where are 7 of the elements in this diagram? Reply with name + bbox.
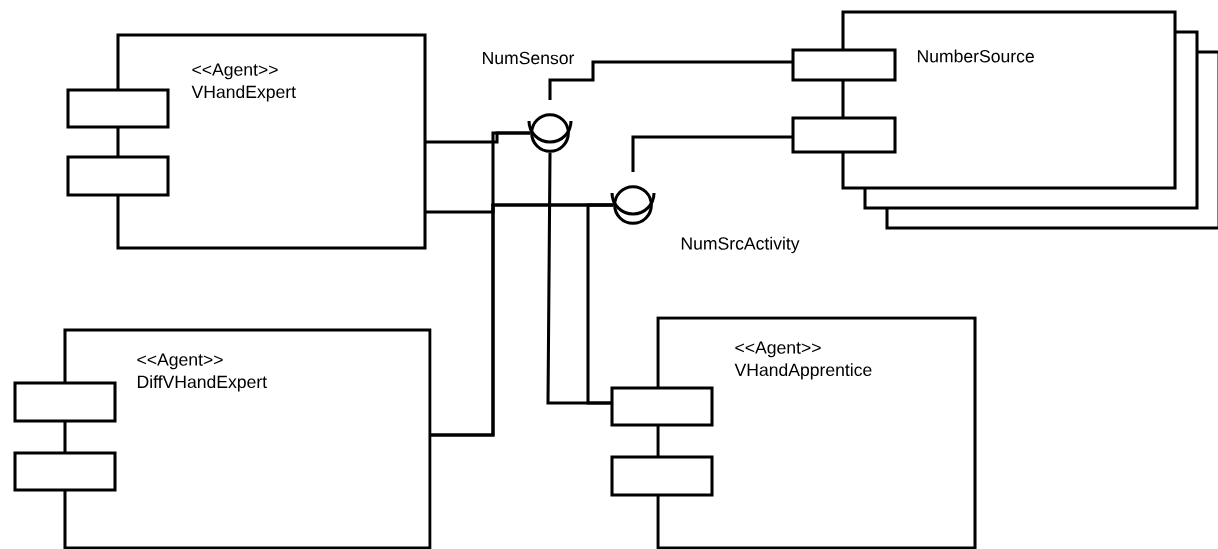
- connector-line: [631, 135, 793, 172]
- connector-line: [586, 203, 614, 405]
- component-box: NumberSource: [791, 10, 1218, 230]
- connector-line: [548, 60, 793, 100]
- component-box: <<Agent>> VHandApprentice: [610, 316, 977, 549]
- component-box: <<Agent>> VHandExpert: [66, 33, 427, 250]
- component-box: <<Agent>> DiffVHandExpert: [13, 328, 432, 549]
